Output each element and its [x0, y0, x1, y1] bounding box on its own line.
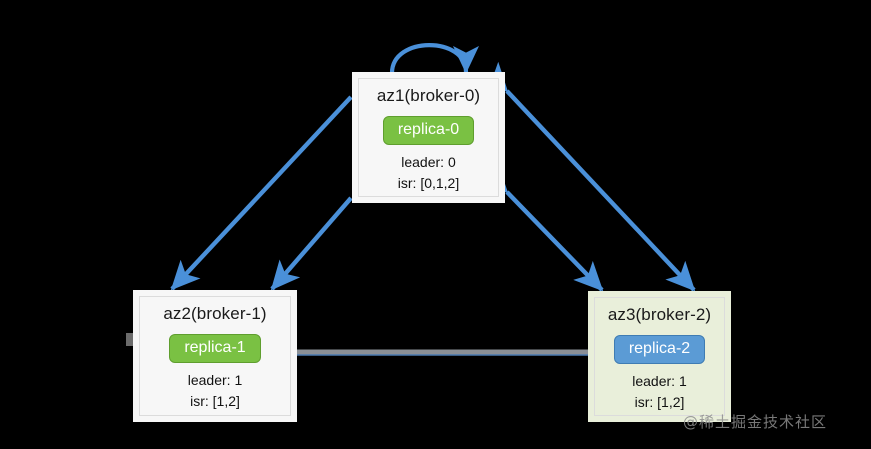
node-az3-replica-badge[interactable]: replica-2	[613, 335, 706, 364]
edge-az1-self-loop	[389, 43, 479, 74]
edge-az1-to-az2-inner	[270, 196, 353, 291]
az2-left-connector-stub	[126, 333, 135, 346]
node-az1-leader: leader: 0	[401, 153, 456, 170]
watermark: @稀土掘金技术社区	[683, 413, 828, 431]
node-az2[interactable]: az2(broker-1) replica-1 leader: 1 isr: […	[133, 290, 297, 422]
node-az2-replica-badge[interactable]: replica-1	[169, 334, 261, 363]
node-az1-isr: isr: [0,1,2]	[397, 174, 460, 191]
node-az2-isr: isr: [1,2]	[190, 392, 240, 409]
node-az3[interactable]: az3(broker-2) replica-2 leader: 1 isr: […	[588, 291, 731, 422]
edge-az1-to-az3-outer	[478, 61, 696, 292]
node-az2-leader: leader: 1	[187, 371, 243, 388]
edge-az1-to-az3-inner	[478, 162, 604, 292]
node-az2-title: az2(broker-1)	[163, 304, 267, 323]
node-az3-leader: leader: 1	[632, 372, 687, 389]
node-az3-title: az3(broker-2)	[607, 305, 712, 324]
node-az1-replica-badge[interactable]: replica-0	[382, 116, 475, 145]
node-az3-isr: isr: [1,2]	[634, 393, 685, 410]
node-az1[interactable]: az1(broker-0) replica-0 leader: 0 isr: […	[352, 72, 505, 203]
node-az1-title: az1(broker-0)	[376, 86, 481, 105]
edge-az1-to-az2-outer	[170, 95, 353, 291]
